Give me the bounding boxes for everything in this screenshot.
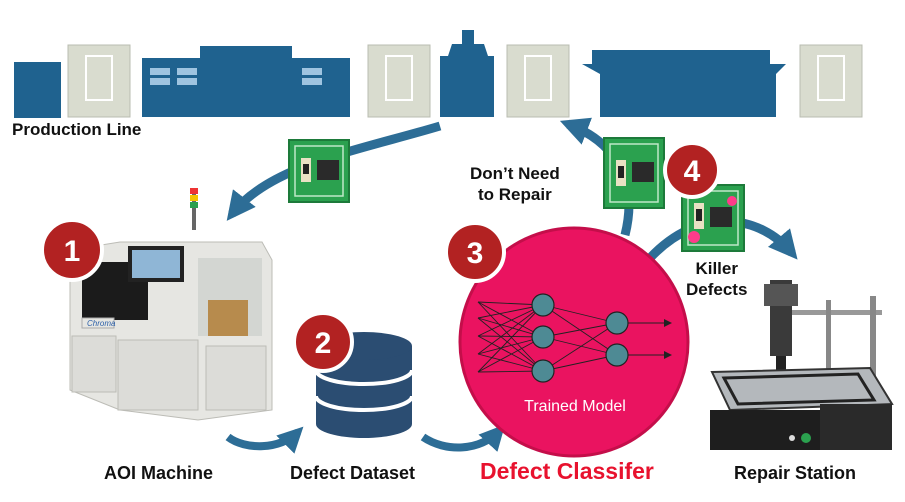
neural-network-icon xyxy=(477,293,672,383)
defect-dataset-label: Defect Dataset xyxy=(290,463,416,483)
production-line-icon xyxy=(14,30,863,118)
dont-need-line-1: Don’t Need xyxy=(470,164,560,183)
machine-brand-label: Chroma xyxy=(87,319,116,328)
killer-line-2: Defects xyxy=(686,280,748,299)
arrow-dataset-to-classifier xyxy=(420,424,506,452)
killer-defects-label: Killer Defects xyxy=(686,258,747,300)
production-line-label: Production Line xyxy=(12,120,142,139)
step-badge-3: 3 xyxy=(444,221,506,283)
dont-need-repair-label: Don’t Need to Repair xyxy=(470,163,560,205)
svg-text:1: 1 xyxy=(64,235,81,268)
svg-text:4: 4 xyxy=(684,155,701,188)
aoi-machine-label: AOI Machine xyxy=(104,463,214,483)
database-icon xyxy=(314,332,414,438)
aoi-machine-icon xyxy=(69,188,273,421)
killer-line-1: Killer xyxy=(695,259,738,278)
svg-text:2: 2 xyxy=(315,327,332,360)
pcb-chip-icon xyxy=(288,139,350,203)
pcb-chip-icon xyxy=(603,137,665,209)
repair-station-icon xyxy=(710,280,894,450)
trained-model-label: Trained Model xyxy=(524,398,626,415)
arrow-aoi-to-dataset xyxy=(225,426,304,454)
step-badge-4: 4 xyxy=(663,141,721,199)
defect-classifier-label: Defect Classifer xyxy=(480,458,654,484)
step-badge-2: 2 xyxy=(292,311,354,373)
classifier-circle xyxy=(458,226,690,458)
svg-text:3: 3 xyxy=(467,237,484,270)
step-badge-1: 1 xyxy=(40,218,104,282)
repair-station-label: Repair Station xyxy=(734,463,857,483)
dont-need-line-2: to Repair xyxy=(478,185,552,204)
